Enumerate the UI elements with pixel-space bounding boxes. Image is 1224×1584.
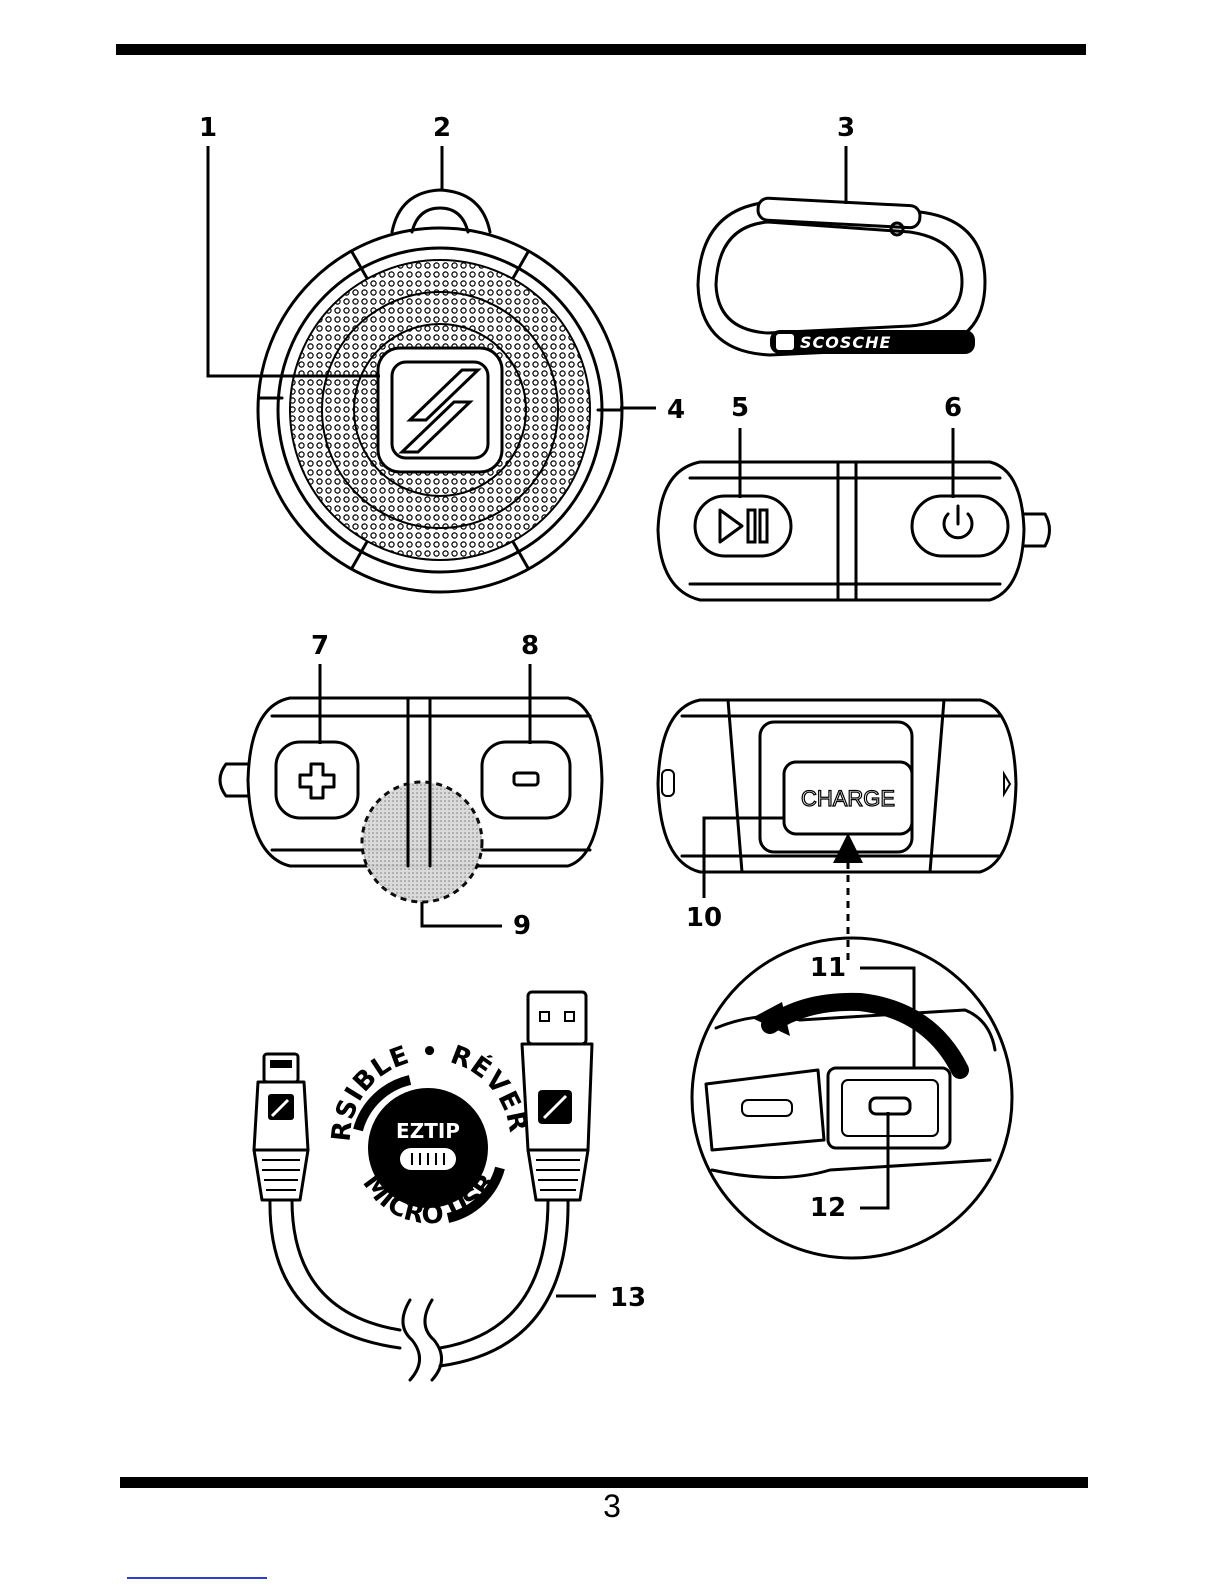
- carabiner-brand-text: SCOSCHE: [800, 333, 891, 352]
- eztip-badge: REVERSIBLE • RÉVERSIBLE EZTIP MICRO USB: [0, 0, 533, 1230]
- callout-12: 12: [810, 1193, 846, 1223]
- callout-4: 4: [667, 395, 685, 425]
- speaker-top-view: [658, 462, 1050, 600]
- callout-11: 11: [810, 953, 846, 983]
- callout-7: 7: [311, 631, 329, 661]
- header-rule: [116, 44, 1086, 55]
- footer-rule: [120, 1477, 1088, 1488]
- speaker-side-view-volume: [220, 698, 602, 902]
- callout-9: 9: [513, 911, 531, 941]
- callout-1: 1: [199, 113, 217, 143]
- callout-5: 5: [731, 393, 749, 423]
- carabiner: SCOSCHE: [698, 198, 985, 355]
- speaker-side-view-charge: CHARGE: [658, 700, 1016, 872]
- footer-link-underline: [127, 1577, 267, 1579]
- callout-8: 8: [521, 631, 539, 661]
- eztip-center-text: EZTIP: [396, 1119, 460, 1143]
- charge-label: CHARGE: [801, 786, 895, 811]
- charge-port-detail: [692, 938, 1012, 1258]
- callout-6: 6: [944, 393, 962, 423]
- callout-10: 10: [686, 903, 722, 933]
- highlight-zone: [362, 782, 482, 902]
- callout-13: 13: [610, 1283, 646, 1313]
- callout-2: 2: [433, 113, 451, 143]
- callout-3: 3: [837, 113, 855, 143]
- page-number: 3: [0, 1488, 1224, 1525]
- power-button: [912, 496, 1008, 556]
- speaker-front-view: [258, 190, 622, 592]
